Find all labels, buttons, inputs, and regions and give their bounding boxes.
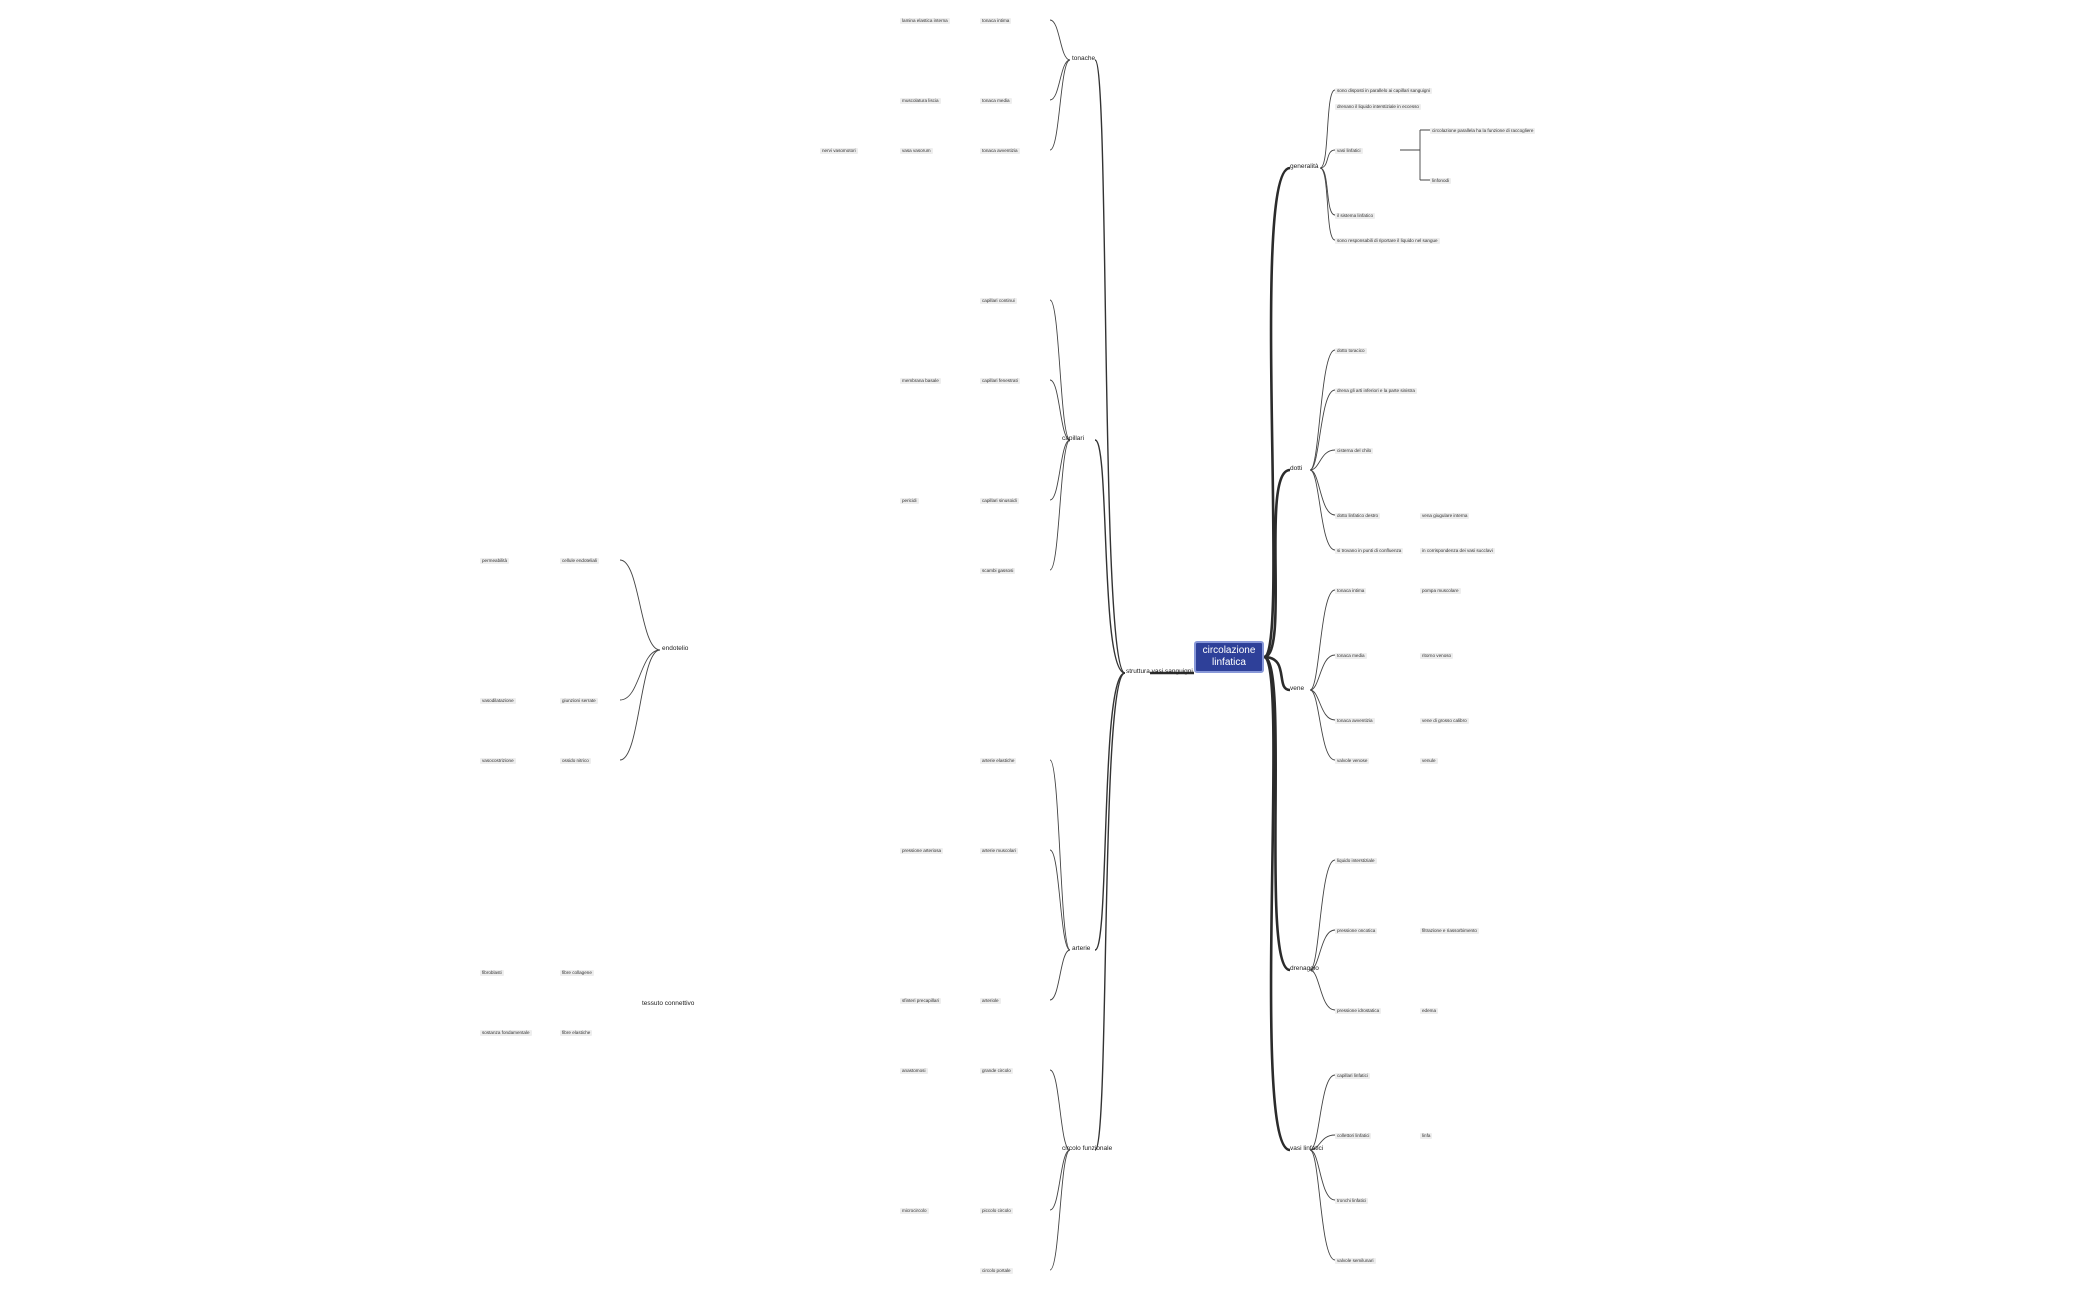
node[interactable]: muscolatura liscia: [900, 98, 941, 104]
node[interactable]: pressione idrostatica: [1335, 1008, 1382, 1014]
node[interactable]: cisterna del chilo: [1335, 448, 1374, 454]
node[interactable]: edema: [1420, 1008, 1439, 1014]
node[interactable]: arteriole: [980, 998, 1001, 1004]
node[interactable]: cellule endoteliali: [560, 558, 599, 564]
node[interactable]: tonaca avventizia: [1335, 718, 1375, 724]
node[interactable]: sostanza fondamentale: [480, 1030, 532, 1036]
node[interactable]: vasi linfatici: [1335, 148, 1363, 154]
node[interactable]: valvole venose: [1335, 758, 1370, 764]
branch-dotti[interactable]: dotti: [1290, 465, 1303, 472]
branch-capillari[interactable]: capillari: [1062, 435, 1085, 442]
node[interactable]: fibroblasti: [480, 970, 504, 976]
node[interactable]: ritorno venoso: [1420, 653, 1454, 659]
node[interactable]: circolazione parallela ha la funzione di…: [1430, 128, 1536, 134]
node[interactable]: pericidi: [900, 498, 919, 504]
node[interactable]: tonaca intima: [1335, 588, 1367, 594]
node[interactable]: tonaca media: [980, 98, 1012, 104]
node[interactable]: si trovano in punti di confluenza: [1335, 548, 1404, 554]
node[interactable]: sono responsabili di riportare il liquid…: [1335, 238, 1440, 244]
node[interactable]: linfonodi: [1430, 178, 1452, 184]
node[interactable]: nervi vasomotori: [820, 148, 858, 154]
node[interactable]: capillari linfatici: [1335, 1073, 1370, 1079]
node[interactable]: vena giugulare interna: [1420, 513, 1470, 519]
node[interactable]: circolo portale: [980, 1268, 1013, 1274]
node[interactable]: scambi gassosi: [980, 568, 1016, 574]
node[interactable]: arterie elastiche: [980, 758, 1017, 764]
node[interactable]: vasodilatazione: [480, 698, 516, 704]
node[interactable]: tonaca media: [1335, 653, 1367, 659]
node[interactable]: vasocostrizione: [480, 758, 516, 764]
node[interactable]: dotto linfatico destro: [1335, 513, 1381, 519]
node[interactable]: capillari fenestrati: [980, 378, 1020, 384]
node[interactable]: filtrazione e riassorbimento: [1420, 928, 1479, 934]
node[interactable]: liquido interstiziale: [1335, 858, 1377, 864]
node[interactable]: venule: [1420, 758, 1438, 764]
branch-vasi-linfatici[interactable]: vasi linfatici: [1290, 1145, 1324, 1152]
branch-connettivo[interactable]: tessuto connettivo: [642, 1000, 695, 1007]
node[interactable]: pressione oncotica: [1335, 928, 1378, 934]
node[interactable]: fibre collagene: [560, 970, 594, 976]
root-node[interactable]: circolazione linfatica: [1194, 641, 1264, 673]
node[interactable]: ossido nitrico: [560, 758, 591, 764]
node[interactable]: capillari continui: [980, 298, 1017, 304]
node[interactable]: arterie muscolari: [980, 848, 1018, 854]
node[interactable]: tonaca avventizia: [980, 148, 1020, 154]
node[interactable]: valvole semilunari: [1335, 1258, 1376, 1264]
branch-vene[interactable]: vene: [1290, 685, 1305, 692]
node[interactable]: pompa muscolare: [1420, 588, 1461, 594]
node[interactable]: giunzioni serrate: [560, 698, 598, 704]
branch-strutture[interactable]: struttura vasi sanguigni: [1126, 668, 1193, 675]
node[interactable]: sfinteri precapillari: [900, 998, 942, 1004]
node[interactable]: membrana basale: [900, 378, 941, 384]
node[interactable]: drenano il liquido interstiziale in ecce…: [1335, 104, 1421, 110]
node[interactable]: in corrispondenza dei vasi succlavi: [1420, 548, 1495, 554]
node[interactable]: drena gli arti inferiori e la parte sini…: [1335, 388, 1417, 394]
node[interactable]: collettori linfatici: [1335, 1133, 1372, 1139]
node[interactable]: sono disposti in parallelo ai capillari …: [1335, 88, 1432, 94]
node[interactable]: lamina elastica interna: [900, 18, 950, 24]
branch-endotelio[interactable]: endotelio: [662, 645, 689, 652]
node[interactable]: linfa: [1420, 1133, 1433, 1139]
branch-drenaggio[interactable]: drenaggio: [1290, 965, 1319, 972]
node[interactable]: dotto toracico: [1335, 348, 1367, 354]
node[interactable]: anastomosi: [900, 1068, 928, 1074]
node[interactable]: microcircolo: [900, 1208, 929, 1214]
node[interactable]: permeabilità: [480, 558, 510, 564]
node[interactable]: grande circolo: [980, 1068, 1013, 1074]
node[interactable]: tronchi linfatici: [1335, 1198, 1369, 1204]
branch-generalita[interactable]: generalità: [1290, 163, 1319, 170]
node[interactable]: vasa vasorum: [900, 148, 933, 154]
node[interactable]: capillari sinusoidi: [980, 498, 1019, 504]
node[interactable]: il sistema linfatico: [1335, 213, 1375, 219]
branch-tonache[interactable]: tonache: [1072, 55, 1096, 62]
branch-circolo[interactable]: circolo funzionale: [1062, 1145, 1113, 1152]
branch-arterie[interactable]: arterie: [1072, 945, 1091, 952]
node[interactable]: vene di grosso calibro: [1420, 718, 1469, 724]
node[interactable]: piccolo circolo: [980, 1208, 1013, 1214]
node[interactable]: tonaca intima: [980, 18, 1012, 24]
node[interactable]: fibre elastiche: [560, 1030, 593, 1036]
node[interactable]: pressione arteriosa: [900, 848, 944, 854]
